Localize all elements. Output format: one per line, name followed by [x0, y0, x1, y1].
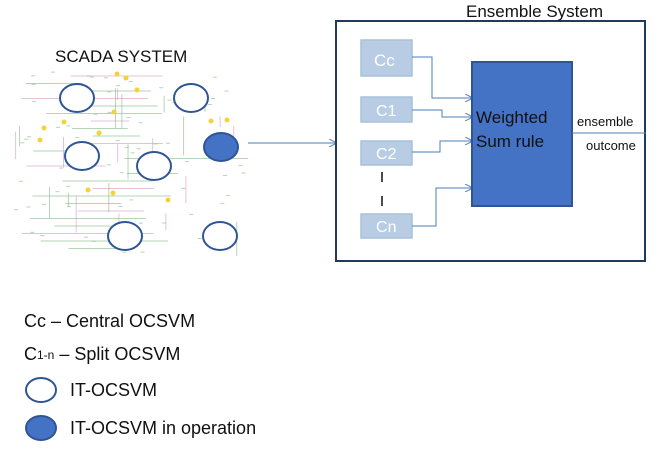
connector-c1 — [412, 109, 472, 117]
network-junction-dot — [134, 87, 140, 93]
network-junction-dot — [110, 190, 116, 196]
classifier-cc: Cc — [360, 39, 413, 77]
network-junction-dot — [111, 109, 117, 115]
outcome-line-2: outcome — [586, 138, 636, 153]
it-ocsvm-icon — [64, 141, 100, 171]
it-ocsvm-icon — [107, 221, 143, 251]
network-junction-dot — [123, 75, 129, 81]
network-junction-dot — [61, 119, 67, 125]
network-junction-dot — [114, 71, 120, 77]
rule-line-1: Weighted — [476, 108, 548, 127]
legend-split-text: – Split OCSVM — [59, 344, 181, 364]
classifier-connectors — [412, 56, 472, 227]
it-ocsvm-icon — [59, 83, 95, 113]
classifier-c2-label: C2 — [376, 146, 397, 163]
network-junction-dot — [224, 117, 230, 123]
legend-central: Cc – Central OCSVM — [24, 311, 195, 332]
it-ocsvm-icon — [25, 377, 57, 403]
network-junction-dot — [85, 187, 91, 193]
classifier-c2: C2 — [360, 140, 413, 166]
classifier-cn: Cn — [360, 213, 413, 239]
scada-title: SCADA SYSTEM — [55, 47, 187, 66]
connector-cc — [412, 56, 472, 98]
it-ocsvm-icon — [173, 83, 209, 113]
weighted-sum-rule-box — [471, 61, 573, 207]
legend-split-sub: 1-n — [37, 347, 55, 362]
legend-split-symbol: C — [24, 344, 37, 364]
it-ocsvm-icon — [202, 221, 238, 251]
legend-active-text: IT-OCSVM in operation — [70, 417, 257, 438]
legend-central-text: – Central OCSVM — [51, 311, 196, 331]
connector-cn — [412, 188, 472, 227]
classifier-c1: C1 — [360, 96, 413, 123]
scada-nodes — [59, 83, 239, 251]
network-junction-dot — [96, 130, 102, 136]
network-junction-dot — [165, 197, 171, 203]
legend-idle-text: IT-OCSVM — [70, 379, 158, 400]
ensemble-frame — [335, 20, 646, 262]
connector-c2 — [412, 141, 472, 153]
network-junction-dot — [208, 118, 214, 124]
classifier-cc-label: Cc — [374, 51, 395, 70]
it-ocsvm-icon — [136, 151, 172, 181]
outcome-line-1: ensemble — [577, 114, 633, 129]
classifier-cn-label: Cn — [376, 219, 396, 236]
ensemble-title: Ensemble System — [466, 2, 603, 21]
network-junction-dot — [37, 137, 43, 143]
active-it-ocsvm-icon — [203, 132, 239, 162]
legend-idle: IT-OCSVM — [24, 376, 157, 404]
legend-active: IT-OCSVM in operation — [24, 414, 256, 442]
rule-line-2: Sum rule — [476, 132, 544, 151]
legend-central-symbol: Cc — [24, 311, 46, 331]
network-junction-dot — [41, 125, 47, 131]
active-it-ocsvm-icon — [25, 415, 57, 441]
classifier-c1-label: C1 — [376, 103, 397, 120]
